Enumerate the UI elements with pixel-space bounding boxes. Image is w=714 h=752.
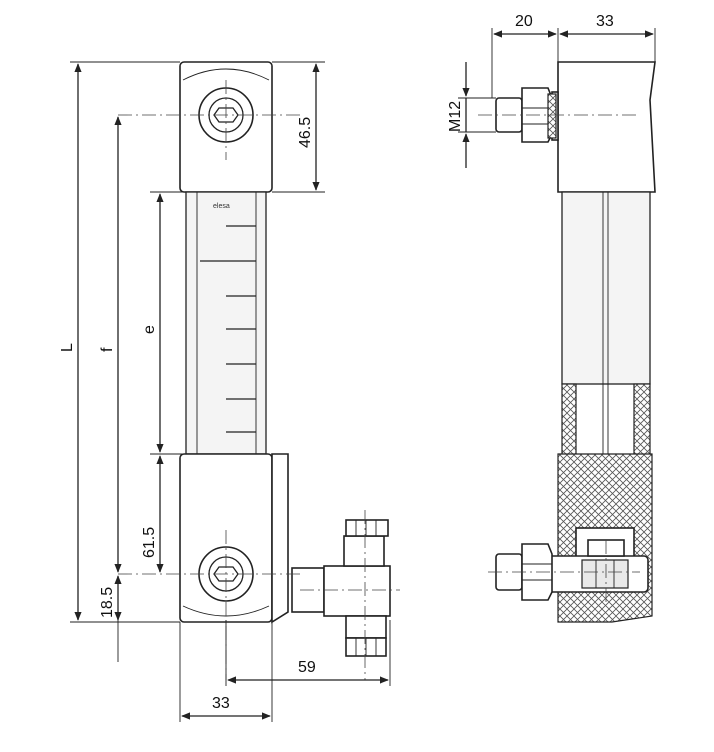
side-view: 20 33 M12 bbox=[447, 13, 656, 623]
scale-ticks bbox=[200, 225, 256, 433]
dim-61-5-label: 61.5 bbox=[141, 527, 158, 558]
dim-33-side-label: 33 bbox=[596, 13, 614, 30]
dim-46-5-label: 46.5 bbox=[297, 117, 314, 148]
dim-e-label: e bbox=[141, 325, 158, 334]
dim-f-label: f bbox=[99, 347, 116, 352]
side-top-block bbox=[557, 61, 656, 193]
dim-18-5-label: 18.5 bbox=[99, 587, 116, 618]
dim-L-label: L bbox=[59, 343, 76, 352]
dim-59-label: 59 bbox=[298, 659, 316, 676]
front-view: elesa bbox=[59, 61, 400, 722]
side-tube bbox=[561, 191, 651, 385]
valve-cap bbox=[345, 519, 389, 537]
dim-M12-label: M12 bbox=[447, 101, 464, 132]
sight-glass bbox=[185, 191, 267, 455]
brand-mark: elesa bbox=[213, 203, 230, 210]
dim-20-label: 20 bbox=[515, 13, 533, 30]
valve-body bbox=[343, 535, 385, 567]
valve-knob bbox=[345, 615, 387, 639]
dim-33-front-label: 33 bbox=[212, 695, 230, 712]
